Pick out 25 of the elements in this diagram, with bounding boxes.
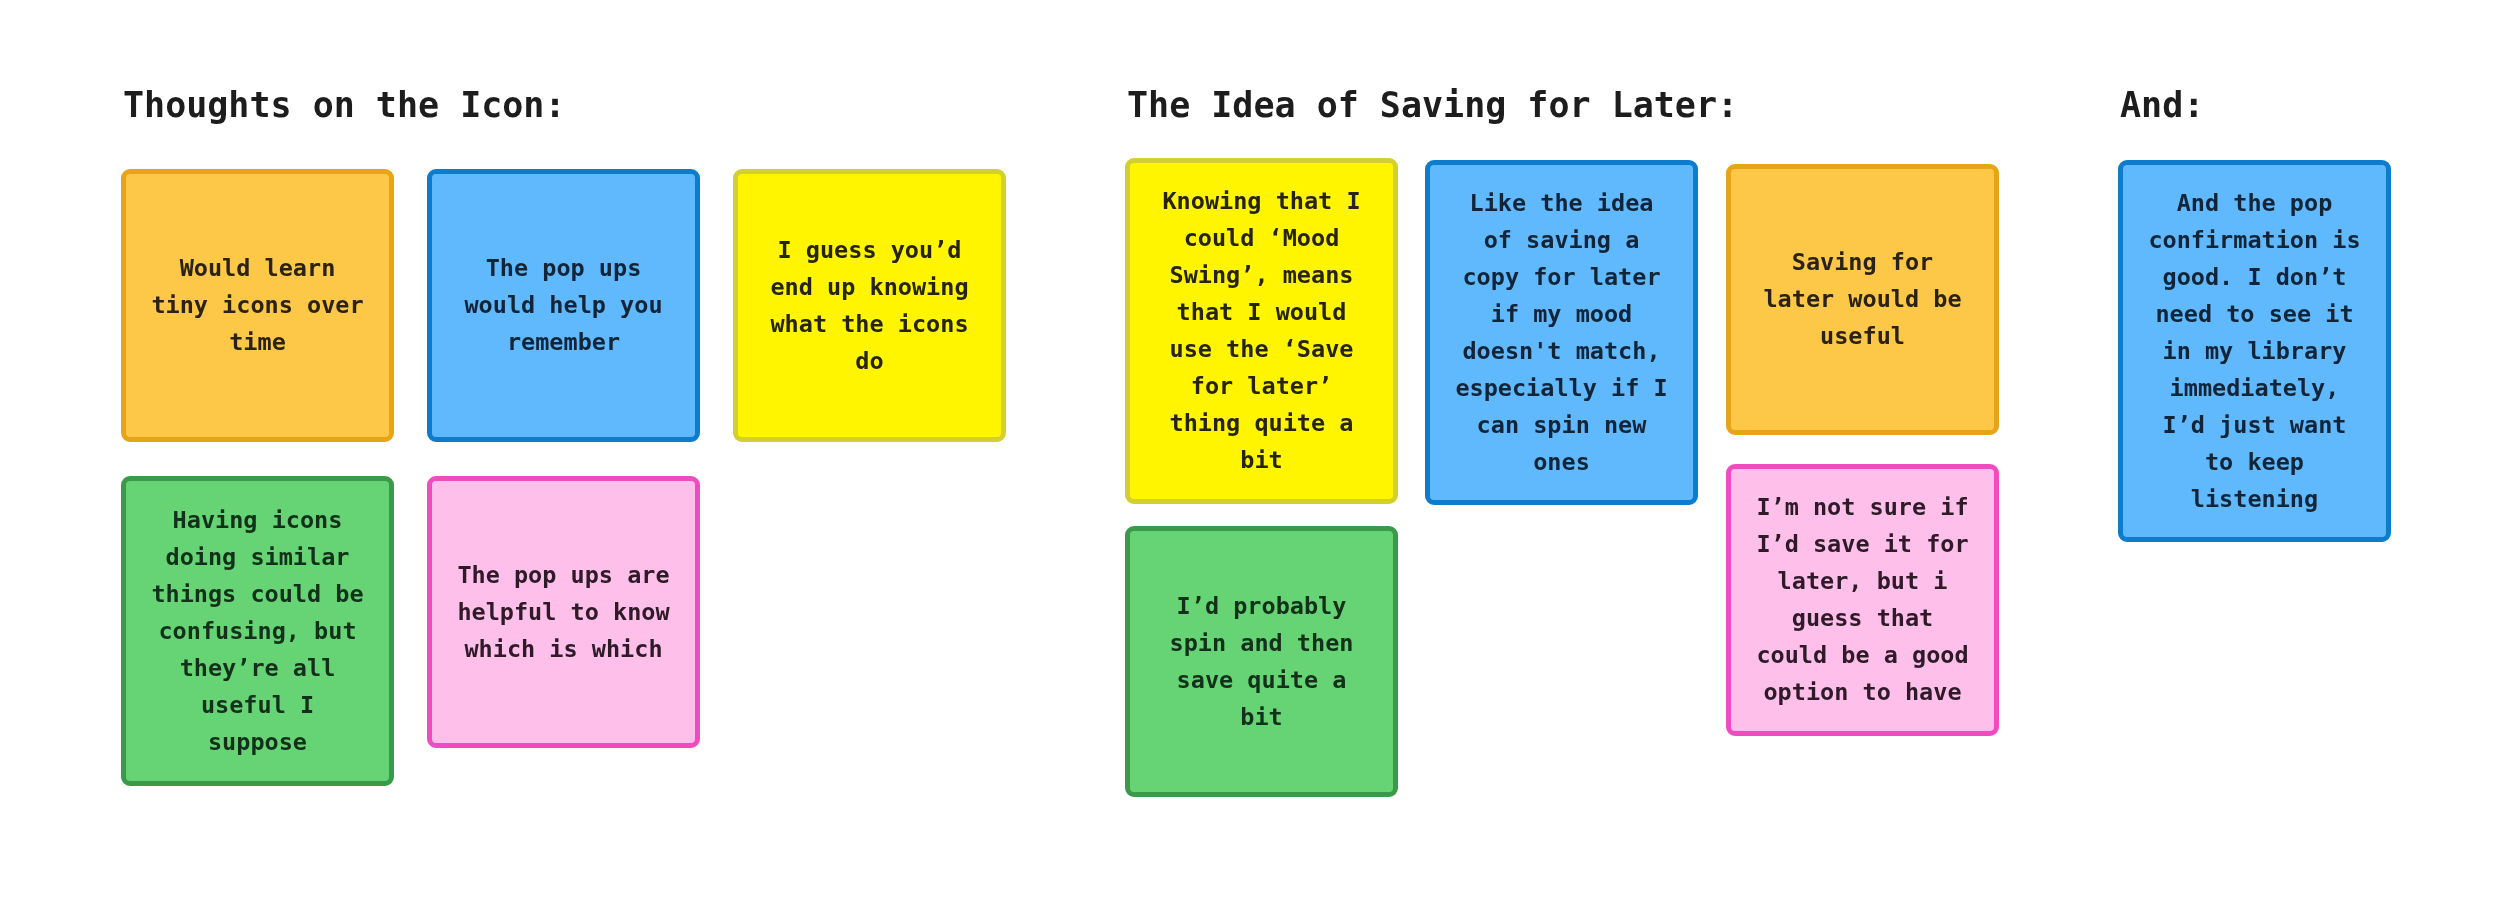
sticky-note — [1125, 158, 1398, 504]
sticky-note — [1425, 160, 1698, 505]
note-text: The pop ups are helpful to know which is which — [457, 559, 670, 665]
note-text: And the pop confirmation is good. I don’t need to see it in my library immediately, I’d just want to keep listening — [2148, 187, 2361, 515]
note-text: Knowing that I could ‘Mood Swing’, means that I would use the ‘Save for later’ thing quite a bit — [1161, 186, 1362, 476]
note-text: I guess you’d end up knowing what the icons do — [769, 234, 970, 377]
sticky-note — [427, 476, 700, 748]
sticky-note — [1726, 464, 1999, 736]
note-text: I’d probably spin and then save quite a bit — [1168, 590, 1355, 733]
note-text: Like the idea of saving a copy for later if my mood doesn't match, especially if I can spin new ones — [1455, 187, 1668, 478]
sticky-note — [427, 169, 700, 442]
sticky-note — [733, 169, 1006, 442]
note-text: The pop ups would help you remember — [463, 253, 664, 358]
sticky-note — [2118, 160, 2391, 542]
sticky-note — [121, 476, 394, 786]
sticky-note — [1125, 526, 1398, 797]
note-text: I’m not sure if I’d save it for later, but i guess that could be a good option to have — [1756, 492, 1969, 708]
note-text: Having icons doing similar things could be confusing, but they’re all useful I suppose — [151, 504, 364, 758]
section-heading: The Idea of Saving for Later: — [1127, 84, 1739, 126]
sticky-note — [121, 169, 394, 442]
note-text: Saving for later would be useful — [1762, 247, 1963, 352]
sticky-note — [1726, 164, 1999, 435]
note-text: Would learn tiny icons over time — [151, 253, 364, 358]
section-heading: Thoughts on the Icon: — [123, 84, 566, 126]
section-heading: And: — [2120, 84, 2205, 126]
